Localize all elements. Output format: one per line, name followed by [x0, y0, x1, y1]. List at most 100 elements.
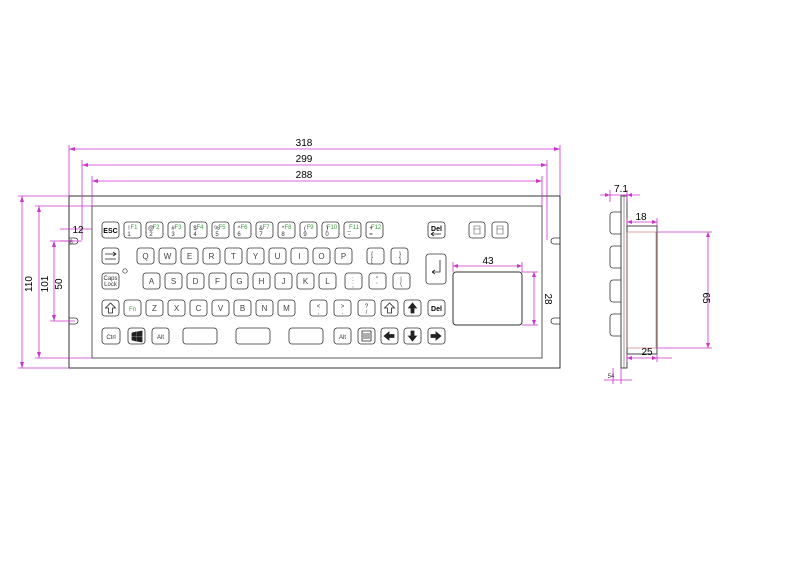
- key-brace-close[interactable]: [390, 247, 409, 265]
- key-label-bracket-open: [: [371, 258, 373, 264]
- key-label-f: F: [215, 277, 220, 286]
- key-l[interactable]: [318, 272, 337, 290]
- key-q[interactable]: [136, 247, 155, 265]
- menu-icon: [361, 330, 372, 342]
- key-w[interactable]: [158, 247, 177, 265]
- key-label-alt-right: Alt: [339, 335, 346, 341]
- key-punct-2[interactable]: [357, 299, 376, 317]
- key-shift-left[interactable]: [101, 299, 120, 317]
- key-del-top[interactable]: [427, 221, 446, 239]
- key-fn[interactable]: [123, 299, 142, 317]
- key-brace-open[interactable]: [366, 247, 385, 265]
- key-label-g: G: [236, 277, 242, 286]
- key-arrow-left[interactable]: [380, 327, 399, 345]
- key-p[interactable]: [334, 247, 353, 265]
- key-f1[interactable]: [123, 221, 142, 239]
- key-label-bracket-close: ]: [399, 258, 401, 264]
- key-del[interactable]: [427, 299, 446, 317]
- key-ctrl[interactable]: [101, 327, 121, 345]
- key-shift-right[interactable]: [380, 299, 399, 317]
- key-f[interactable]: [208, 272, 227, 290]
- key-label-punct-shift-1: >: [341, 304, 345, 310]
- key-esc[interactable]: [101, 221, 120, 239]
- key-punct-0[interactable]: [309, 299, 328, 317]
- key-menu[interactable]: [357, 327, 376, 345]
- key-f9[interactable]: [299, 221, 318, 239]
- key-label-f9: F9: [306, 225, 314, 231]
- key-i[interactable]: [290, 247, 309, 265]
- key-label-p: P: [341, 252, 346, 261]
- key-y[interactable]: [246, 247, 265, 265]
- key-arrow-right[interactable]: [427, 327, 446, 345]
- key-s[interactable]: [164, 272, 183, 290]
- key-r[interactable]: [202, 247, 221, 265]
- key-main-label-7: 7: [259, 232, 263, 238]
- key-g[interactable]: [230, 272, 249, 290]
- dim-touchpad-height: 28: [542, 293, 553, 305]
- key-a[interactable]: [142, 272, 161, 290]
- key-label-colon: :: [352, 277, 354, 283]
- key-quote[interactable]: [368, 272, 387, 290]
- key-f11[interactable]: [343, 221, 362, 239]
- key-u[interactable]: [268, 247, 287, 265]
- key-enter[interactable]: [425, 253, 447, 285]
- key-label-f4: F4: [196, 225, 204, 231]
- key-o[interactable]: [312, 247, 331, 265]
- key-shift-label-4: $: [193, 226, 197, 232]
- key-v[interactable]: [211, 299, 230, 317]
- key-main-label-4: 4: [193, 232, 197, 238]
- key-n[interactable]: [255, 299, 274, 317]
- key-f10[interactable]: [321, 221, 340, 239]
- key-shift-label-2: @: [148, 226, 154, 232]
- key-main-label-12: =: [369, 232, 373, 238]
- key-f12[interactable]: [365, 221, 384, 239]
- key-c[interactable]: [189, 299, 208, 317]
- key-tab[interactable]: [101, 247, 120, 265]
- key-arrow-down[interactable]: [403, 327, 422, 345]
- key-alt-left[interactable]: [151, 327, 170, 345]
- key-semicolon[interactable]: [344, 272, 363, 290]
- key-f4[interactable]: [189, 221, 208, 239]
- key-f6[interactable]: [233, 221, 252, 239]
- key-m[interactable]: [277, 299, 296, 317]
- dim-hole-spacing: 299: [296, 154, 313, 165]
- key-f7[interactable]: [255, 221, 274, 239]
- key-label-i: I: [298, 252, 300, 261]
- key-punct-1[interactable]: [333, 299, 352, 317]
- key-windows[interactable]: [127, 327, 146, 345]
- left-mouse-button[interactable]: [468, 221, 486, 239]
- key-f5[interactable]: [211, 221, 230, 239]
- key-space-2[interactable]: [235, 327, 271, 345]
- key-arrow-up[interactable]: [403, 299, 422, 317]
- key-z[interactable]: [145, 299, 164, 317]
- key-alt-right[interactable]: [333, 327, 352, 345]
- key-x[interactable]: [167, 299, 186, 317]
- key-main-label-10: 0: [325, 232, 329, 238]
- key-j[interactable]: [274, 272, 293, 290]
- dim-side-depth: 18: [635, 212, 647, 223]
- touchpad[interactable]: [452, 271, 523, 326]
- dim-side-base: 25: [641, 347, 653, 358]
- key-k[interactable]: [296, 272, 315, 290]
- key-label-squote: ': [376, 283, 377, 289]
- arrow-down-icon: [407, 330, 418, 342]
- side-pcb: [626, 231, 657, 349]
- side-view: [609, 195, 658, 369]
- right-mouse-button[interactable]: [491, 221, 509, 239]
- key-main-label-3: 3: [171, 232, 175, 238]
- key-main-label-2: 2: [149, 232, 153, 238]
- key-f3[interactable]: [167, 221, 186, 239]
- key-h[interactable]: [252, 272, 271, 290]
- key-space-1[interactable]: [182, 327, 218, 345]
- key-caps-lock[interactable]: [101, 272, 120, 290]
- key-f2[interactable]: [145, 221, 164, 239]
- key-backslash[interactable]: [392, 272, 411, 290]
- key-e[interactable]: [180, 247, 199, 265]
- key-b[interactable]: [233, 299, 252, 317]
- key-t[interactable]: [224, 247, 243, 265]
- key-space-3[interactable]: [288, 327, 324, 345]
- key-main-label-11: -: [348, 232, 350, 238]
- key-d[interactable]: [186, 272, 205, 290]
- key-f8[interactable]: [277, 221, 296, 239]
